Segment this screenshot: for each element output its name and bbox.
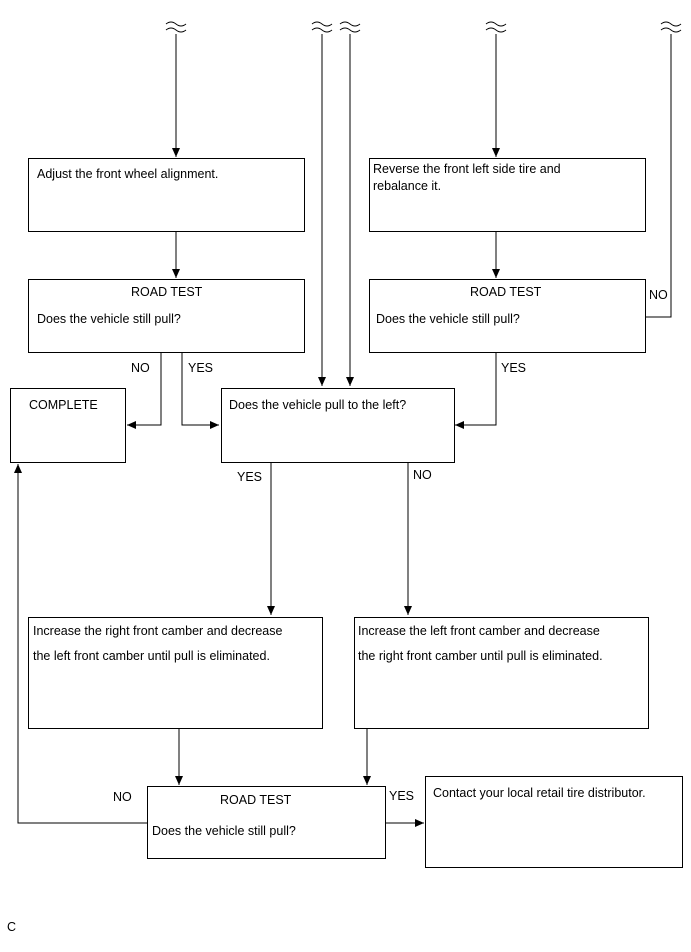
pull-left-yes-label: YES <box>237 470 263 484</box>
arrow-road-test-3-no <box>14 464 147 824</box>
complete-text: COMPLETE <box>29 398 98 412</box>
increase-left-camber-line2: the right front camber until pull is eli… <box>358 649 603 663</box>
break-mark <box>311 21 333 33</box>
road-test-2-no-label: NO <box>649 288 668 302</box>
road-test-1-question: Does the vehicle still pull? <box>37 312 181 326</box>
road-test-3-question: Does the vehicle still pull? <box>152 824 296 838</box>
road-test-2-no-line <box>645 34 672 318</box>
pull-left-no-label: NO <box>413 468 432 482</box>
adjust-alignment-box: Adjust the front wheel alignment. <box>28 158 305 232</box>
increase-right-camber-line1: Increase the right front camber and decr… <box>33 624 283 638</box>
road-test-1-title: ROAD TEST <box>131 285 203 299</box>
break-mark <box>165 21 187 33</box>
pull-left-text: Does the vehicle pull to the left? <box>229 398 407 412</box>
arrow-road-test-2-yes <box>455 353 497 429</box>
contact-distributor-box: Contact your local retail tire distribut… <box>425 776 683 868</box>
increase-left-camber-box: Increase the left front camber and decre… <box>354 617 649 729</box>
road-test-1-box: ROAD TEST Does the vehicle still pull? <box>28 279 305 353</box>
arrow-road-test-1-no <box>127 353 162 429</box>
road-test-2-question: Does the vehicle still pull? <box>376 312 520 326</box>
reverse-tire-line1: Reverse the front left side tire and <box>373 162 561 176</box>
road-test-2-yes-label: YES <box>501 361 527 375</box>
reverse-tire-box: Reverse the front left side tire and reb… <box>369 158 646 232</box>
increase-right-camber-line2: the left front camber until pull is elim… <box>33 649 270 663</box>
break-mark <box>485 21 507 33</box>
reverse-tire-line2: rebalance it. <box>373 179 442 193</box>
pull-left-box: Does the vehicle pull to the left? <box>221 388 455 463</box>
road-test-3-yes-label: YES <box>389 789 415 803</box>
adjust-alignment-text: Adjust the front wheel alignment. <box>37 167 219 181</box>
road-test-1-yes-label: YES <box>188 361 214 375</box>
road-test-2-title: ROAD TEST <box>470 285 542 299</box>
road-test-1-no-label: NO <box>131 361 150 375</box>
road-test-2-box: ROAD TEST Does the vehicle still pull? <box>369 279 646 353</box>
figure-code: C <box>7 920 17 934</box>
break-mark <box>660 21 682 33</box>
road-test-3-title: ROAD TEST <box>220 793 292 807</box>
road-test-3-box: ROAD TEST Does the vehicle still pull? <box>147 786 386 859</box>
complete-box: COMPLETE <box>10 388 126 463</box>
increase-right-camber-box: Increase the right front camber and decr… <box>28 617 323 729</box>
arrow-road-test-1-yes <box>181 353 219 429</box>
break-mark <box>339 21 361 33</box>
contact-distributor-text: Contact your local retail tire distribut… <box>433 786 646 800</box>
increase-left-camber-line1: Increase the left front camber and decre… <box>358 624 600 638</box>
road-test-3-no-label: NO <box>113 790 132 804</box>
